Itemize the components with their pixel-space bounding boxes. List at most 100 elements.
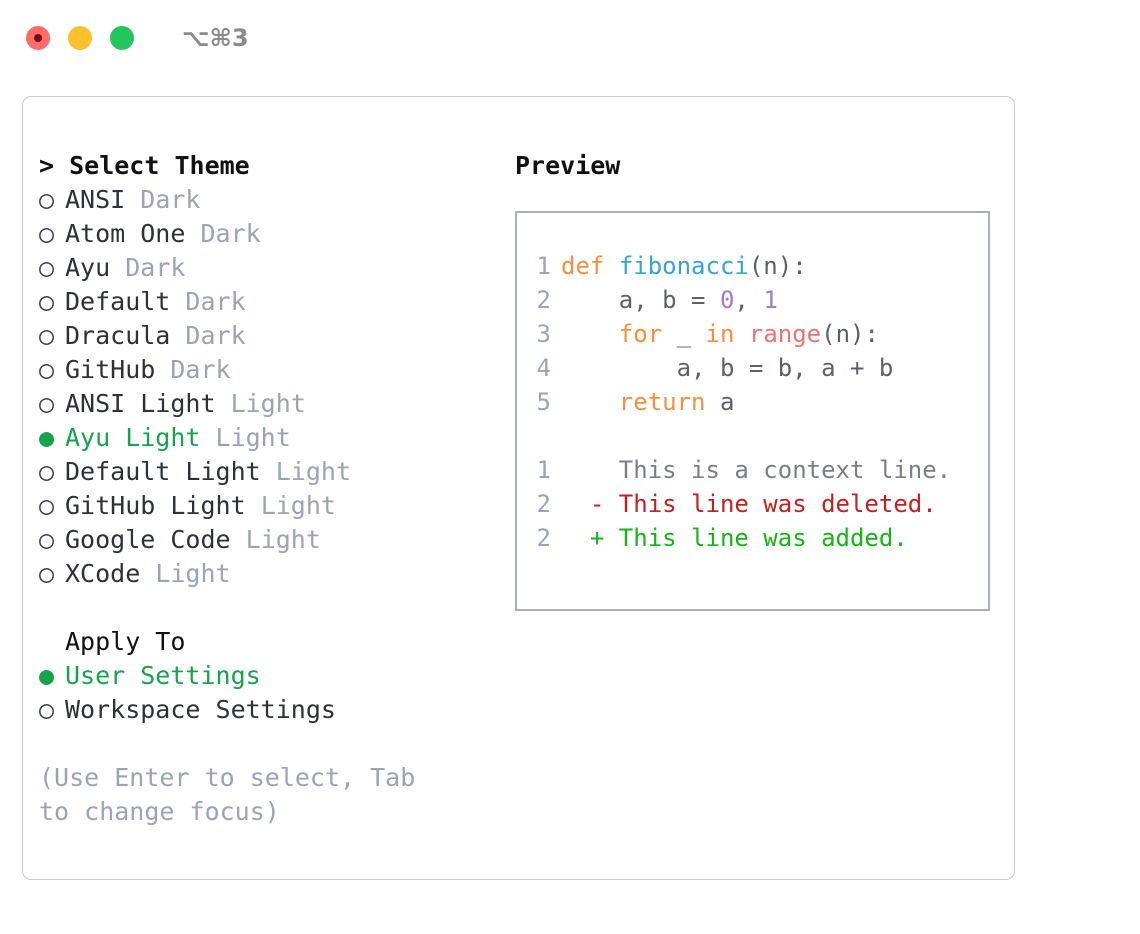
line-number: 3	[536, 320, 551, 348]
theme-option-label: Default Light	[65, 457, 261, 486]
apply-option-list: ●User Settings○Workspace Settings	[39, 659, 493, 727]
line-number: 2	[536, 286, 551, 314]
radio-unselected-icon: ○	[39, 185, 55, 214]
label-separator	[216, 387, 231, 421]
theme-option-label: GitHub	[65, 355, 156, 384]
theme-option-xcode[interactable]: ○XCode Light	[39, 557, 493, 591]
preview-heading: Preview	[515, 151, 621, 180]
theme-option-ayu-light[interactable]: ●Ayu Light Light	[39, 421, 493, 455]
theme-option-google-code[interactable]: ○Google Code Light	[39, 523, 493, 557]
code-line-text: return a	[561, 385, 735, 419]
code-token-pl: _	[662, 320, 706, 348]
section-spacer	[39, 591, 493, 625]
theme-option-default[interactable]: ○Default Dark	[39, 285, 493, 319]
apply-option-label: User Settings	[65, 661, 261, 690]
code-token-kw: return	[618, 388, 706, 416]
theme-variant-label: Dark	[170, 355, 231, 384]
minimize-dot[interactable]	[68, 26, 92, 50]
line-number: 1	[536, 456, 551, 484]
code-token-pl	[734, 320, 748, 348]
theme-variant-label: Dark	[140, 185, 201, 214]
label-separator	[246, 489, 261, 523]
label-separator	[140, 557, 155, 591]
code-token-pl: ,	[734, 286, 764, 314]
code-token-pl	[604, 252, 618, 280]
title-bar: ⌥⌘3	[0, 0, 1140, 76]
maximize-dot[interactable]	[110, 26, 134, 50]
theme-option-github-light[interactable]: ○GitHub Light Light	[39, 489, 493, 523]
theme-variant-label: Light	[230, 389, 306, 418]
radio-unselected-icon: ○	[39, 321, 55, 350]
radio-unselected-icon: ○	[39, 287, 55, 316]
radio-unselected-icon: ○	[39, 525, 55, 554]
diff-line-text: This line was added.	[618, 524, 908, 552]
diff-sign: -	[561, 490, 619, 518]
code-token-pl: a	[705, 388, 735, 416]
diff-sign	[561, 453, 619, 487]
keyboard-shortcut-label: ⌥⌘3	[182, 24, 249, 52]
apply-option-label: Workspace Settings	[65, 695, 336, 724]
code-line: 2 a, b = 0, 1	[517, 283, 988, 317]
theme-option-ansi[interactable]: ○ANSI Dark	[39, 183, 493, 217]
code-token-kw: for	[618, 320, 663, 348]
label-separator	[200, 421, 215, 455]
theme-variant-label: Dark	[185, 321, 246, 350]
code-token-fn: fibonacci	[618, 252, 749, 280]
code-line-text: a, b = 0, 1	[561, 283, 778, 317]
close-dot[interactable]	[26, 26, 50, 50]
theme-variant-label: Dark	[185, 287, 246, 316]
code-token-kw: in	[705, 320, 735, 348]
theme-option-dracula[interactable]: ○Dracula Dark	[39, 319, 493, 353]
radio-unselected-icon: ○	[39, 389, 55, 418]
apply-option-workspace-settings[interactable]: ○Workspace Settings	[39, 693, 493, 727]
radio-unselected-icon: ○	[39, 219, 55, 248]
code-token-blt: range	[748, 320, 822, 348]
apply-to-heading: Apply To	[65, 627, 186, 656]
theme-option-label: ANSI Light	[65, 389, 216, 418]
theme-option-default-light[interactable]: ○Default Light Light	[39, 455, 493, 489]
theme-variant-label: Light	[215, 423, 291, 452]
line-number: 1	[536, 252, 551, 280]
theme-picker-card: > Select Theme ○ANSI Dark○Atom One Dark○…	[22, 96, 1015, 880]
label-separator	[155, 353, 170, 387]
theme-option-list: ○ANSI Dark○Atom One Dark○Ayu Dark○Defaul…	[39, 183, 493, 591]
label-separator	[110, 251, 125, 285]
theme-option-label: Ayu	[65, 253, 111, 282]
label-separator	[170, 319, 185, 353]
diff-sign: +	[561, 524, 619, 552]
code-token-pl: a, b =	[561, 286, 720, 314]
theme-variant-label: Light	[155, 559, 231, 588]
code-line-text: a, b = b, a + b	[561, 351, 894, 385]
radio-unselected-icon: ○	[39, 355, 55, 384]
keyboard-hint-text: (Use Enter to select, Tab to change focu…	[39, 763, 431, 826]
code-token-kw: def	[561, 252, 605, 280]
theme-option-atom-one[interactable]: ○ Atom One Dark	[39, 217, 493, 251]
line-number: 4	[536, 354, 551, 382]
line-number: 2	[536, 490, 551, 518]
code-line: 3 for _ in range(n):	[517, 317, 988, 351]
diff-line-context: 1 This is a context line.	[517, 453, 988, 487]
radio-selected-icon: ●	[39, 423, 55, 452]
theme-selection-column: > Select Theme ○ANSI Dark○Atom One Dark○…	[23, 97, 493, 879]
theme-variant-label: Dark	[200, 219, 261, 248]
line-number: 5	[536, 388, 551, 416]
diff-sample: 1 This is a context line. 2 - This line w…	[517, 453, 988, 555]
label-separator	[125, 183, 140, 217]
code-token-pl: (n):	[821, 320, 879, 348]
code-line: 5 return a	[517, 385, 988, 419]
line-number: 2	[536, 524, 551, 552]
theme-variant-label: Dark	[125, 253, 186, 282]
apply-option-user-settings[interactable]: ●User Settings	[39, 659, 493, 693]
theme-option-github[interactable]: ○ GitHub Dark	[39, 353, 493, 387]
theme-option-ayu[interactable]: ○ Ayu Dark	[39, 251, 493, 285]
theme-option-ansi-light[interactable]: ○ ANSI Light Light	[39, 387, 493, 421]
label-separator	[170, 285, 185, 319]
diff-line-text: This is a context line.	[618, 456, 952, 484]
theme-option-label: Atom One	[65, 219, 186, 248]
code-line-text: for _ in range(n):	[561, 317, 879, 351]
radio-unselected-icon: ○	[39, 253, 55, 282]
label-separator	[231, 523, 246, 557]
